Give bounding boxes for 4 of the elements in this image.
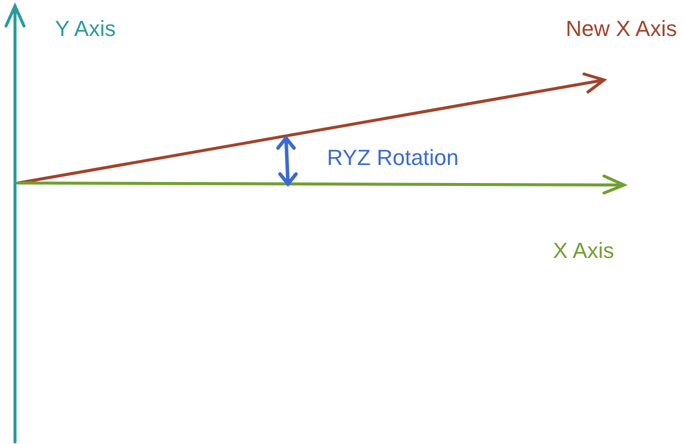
axis-label: New X Axis [566,18,677,40]
axis-label: Y Axis [55,18,116,40]
axis-label: X Axis [553,240,614,262]
rotation-label: RYZ Rotation [327,147,459,169]
